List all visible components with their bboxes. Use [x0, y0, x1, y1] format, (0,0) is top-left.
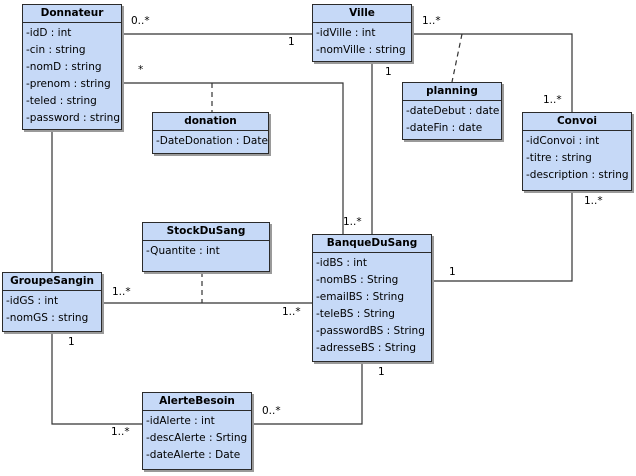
attribute: -teleBS : String [316, 308, 395, 320]
assocclass-link-planning [451, 33, 463, 83]
class-title: Donnateur [23, 5, 121, 23]
attribute-list: -DateDonation : Date [153, 131, 268, 150]
mult-donnateur-ville-src: 0..* [131, 15, 150, 27]
attribute: -idGS : int [6, 295, 59, 307]
attribute: -adresseBS : String [316, 342, 417, 354]
mult-banque-alerte-dst: 0..* [262, 405, 281, 417]
attribute-list: -dateDebut : date -dateFin : date [403, 101, 501, 137]
mult-convoi-banque-src: 1..* [584, 195, 603, 207]
class-alertebesoin[interactable]: AlerteBesoin -idAlerte : int -descAlerte… [142, 392, 252, 470]
attribute: -nomVille : string [316, 44, 406, 56]
attribute: -description : string [526, 169, 629, 181]
attribute: -idD : int [26, 27, 72, 39]
attribute-list: -idD : int -cin : string -nomD : string … [23, 23, 121, 127]
attribute: -DateDonation : Date [156, 135, 268, 147]
class-banquedusang[interactable]: BanqueDuSang -idBS : int -nomBS : String… [312, 234, 432, 362]
mult-groupe-alerte-dst: 1..* [111, 426, 130, 438]
assoc-convoi-banque [432, 191, 573, 282]
mult-banque-alerte-src: 1 [378, 366, 385, 378]
class-title: GroupeSangin [3, 273, 101, 291]
attribute: -idAlerte : int [146, 415, 215, 427]
mult-ville-banque-src: 1 [385, 66, 392, 78]
attribute-list: -idConvoi : int -titre : string -descrip… [523, 131, 631, 184]
class-ville[interactable]: Ville -idVille : int -nomVille : string [312, 4, 412, 62]
mult-groupe-banque-src: 1..* [112, 286, 131, 298]
class-title: planning [403, 83, 501, 101]
class-title: Ville [313, 5, 411, 23]
class-title: StockDuSang [143, 223, 269, 241]
class-donation[interactable]: donation -DateDonation : Date [152, 112, 269, 154]
attribute: -emailBS : String [316, 291, 404, 303]
attribute: -prenom : string [26, 78, 111, 90]
attribute: -nomD : string [26, 61, 102, 73]
class-groupesangin[interactable]: GroupeSangin -idGS : int -nomGS : string [2, 272, 102, 332]
attribute-list: -idAlerte : int -descAlerte : Srting -da… [143, 411, 251, 464]
attribute: -dateAlerte : Date [146, 449, 241, 461]
mult-ville-banque-dst: 1..* [343, 216, 362, 228]
attribute: -idBS : int [316, 257, 367, 269]
assoc-groupe-alerte [51, 332, 142, 425]
attribute: -titre : string [526, 152, 592, 164]
mult-ville-convoi-dst: 1..* [543, 94, 562, 106]
class-title: donation [153, 113, 268, 131]
class-title: AlerteBesoin [143, 393, 251, 411]
attribute: -nomGS : string [6, 312, 89, 324]
attribute-list: -idVille : int -nomVille : string [313, 23, 411, 59]
assoc-banque-alerte [252, 362, 363, 425]
class-planning[interactable]: planning -dateDebut : date -dateFin : da… [402, 82, 502, 140]
attribute-list: -idBS : int -nomBS : String -emailBS : S… [313, 253, 431, 357]
attribute: -teled : string [26, 95, 97, 107]
attribute: -idConvoi : int [526, 135, 600, 147]
attribute: -Quantite : int [146, 245, 220, 257]
class-title: Convoi [523, 113, 631, 131]
attribute-list: -Quantite : int [143, 241, 269, 260]
mult-convoi-banque-dst: 1 [449, 266, 456, 278]
attribute: -passwordBS : String [316, 325, 425, 337]
mult-groupe-banque-dst: 1..* [282, 306, 301, 318]
attribute-list: -idGS : int -nomGS : string [3, 291, 101, 327]
assoc-ville-convoi [412, 33, 573, 112]
attribute: -nomBS : String [316, 274, 399, 286]
attribute: -dateFin : date [406, 122, 483, 134]
attribute: -password : string [26, 112, 120, 124]
mult-ville-convoi-src: 1..* [422, 15, 441, 27]
attribute: -descAlerte : Srting [146, 432, 248, 444]
class-stockdusang[interactable]: StockDuSang -Quantite : int [142, 222, 270, 272]
attribute: -idVille : int [316, 27, 376, 39]
attribute: -dateDebut : date [406, 105, 500, 117]
mult-donnateur-ville-dst: 1 [288, 36, 295, 48]
class-donnateur[interactable]: Donnateur -idD : int -cin : string -nomD… [22, 4, 122, 130]
mult-donnateur-banque-src: * [138, 64, 144, 76]
mult-groupe-alerte-src: 1 [68, 336, 75, 348]
assoc-donnateur-banque [122, 82, 344, 234]
class-title: BanqueDuSang [313, 235, 431, 253]
class-convoi[interactable]: Convoi -idConvoi : int -titre : string -… [522, 112, 632, 191]
attribute: -cin : string [26, 44, 86, 56]
